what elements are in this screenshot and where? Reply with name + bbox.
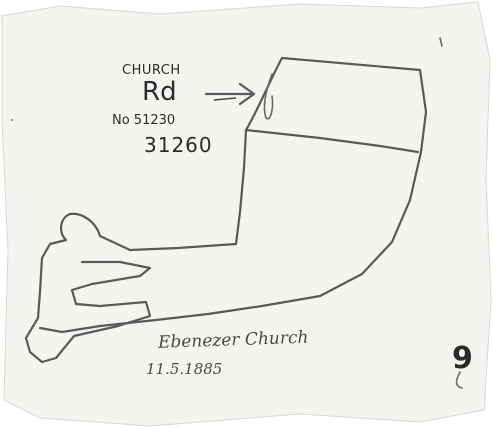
road-word-label: CHURCH xyxy=(122,63,181,78)
church-date-label: 11.5.1885 xyxy=(146,360,222,378)
page-number: 9 xyxy=(452,341,473,376)
road-number-line-label: No 51230 xyxy=(112,113,175,128)
road-number-label: 31260 xyxy=(144,133,213,157)
stray-mark xyxy=(11,119,13,121)
road-abbrev-label: Rd xyxy=(142,77,177,107)
